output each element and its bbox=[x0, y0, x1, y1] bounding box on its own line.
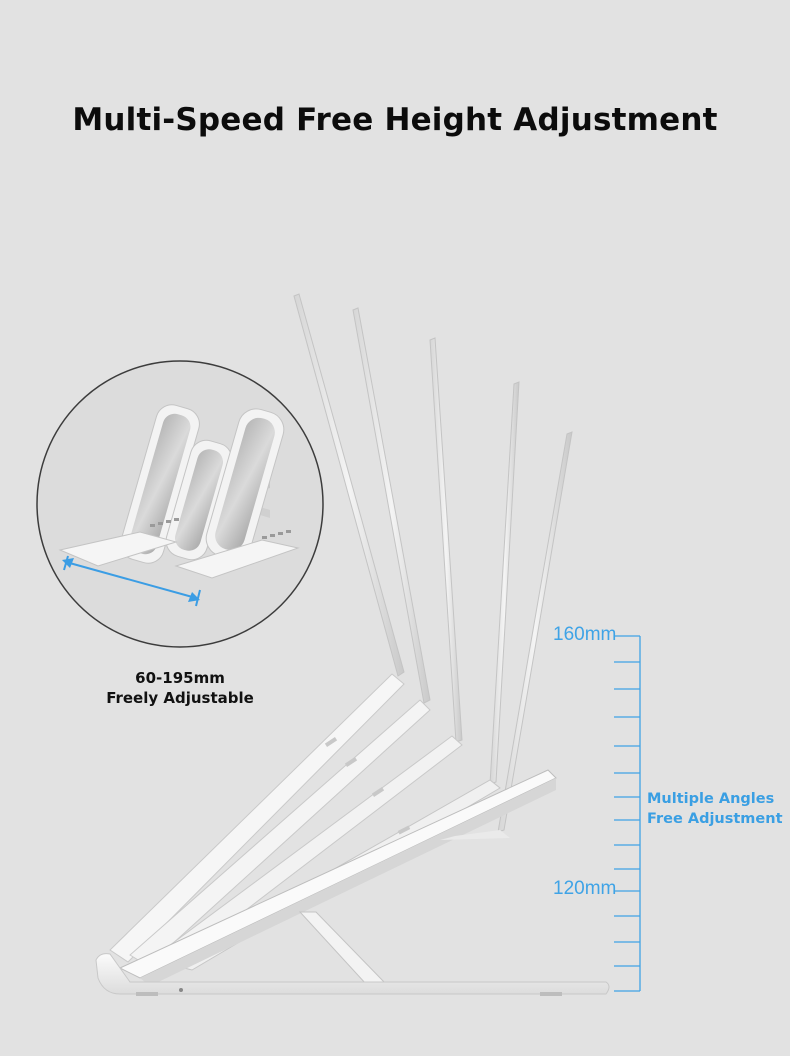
headline: Multi-Speed Free Height Adjustment bbox=[72, 102, 718, 138]
stand bbox=[95, 769, 610, 996]
angles-note: Multiple Angles Free Adjustment bbox=[647, 789, 783, 829]
laptop-screens bbox=[293, 293, 573, 833]
inset-zoom bbox=[36, 360, 324, 648]
range-label: 60-195mm bbox=[135, 669, 225, 687]
ruler-top-label: 160mm bbox=[553, 624, 617, 645]
adjustable-label: Freely Adjustable bbox=[106, 689, 254, 707]
ruler-bottom-label: 120mm bbox=[553, 878, 617, 899]
height-ruler bbox=[614, 635, 641, 992]
inset-caption: 60-195mm Freely Adjustable bbox=[60, 668, 300, 708]
angles-note-line1: Multiple Angles bbox=[647, 791, 775, 807]
laptop-bases bbox=[109, 673, 501, 971]
angles-note-line2: Free Adjustment bbox=[647, 811, 783, 827]
